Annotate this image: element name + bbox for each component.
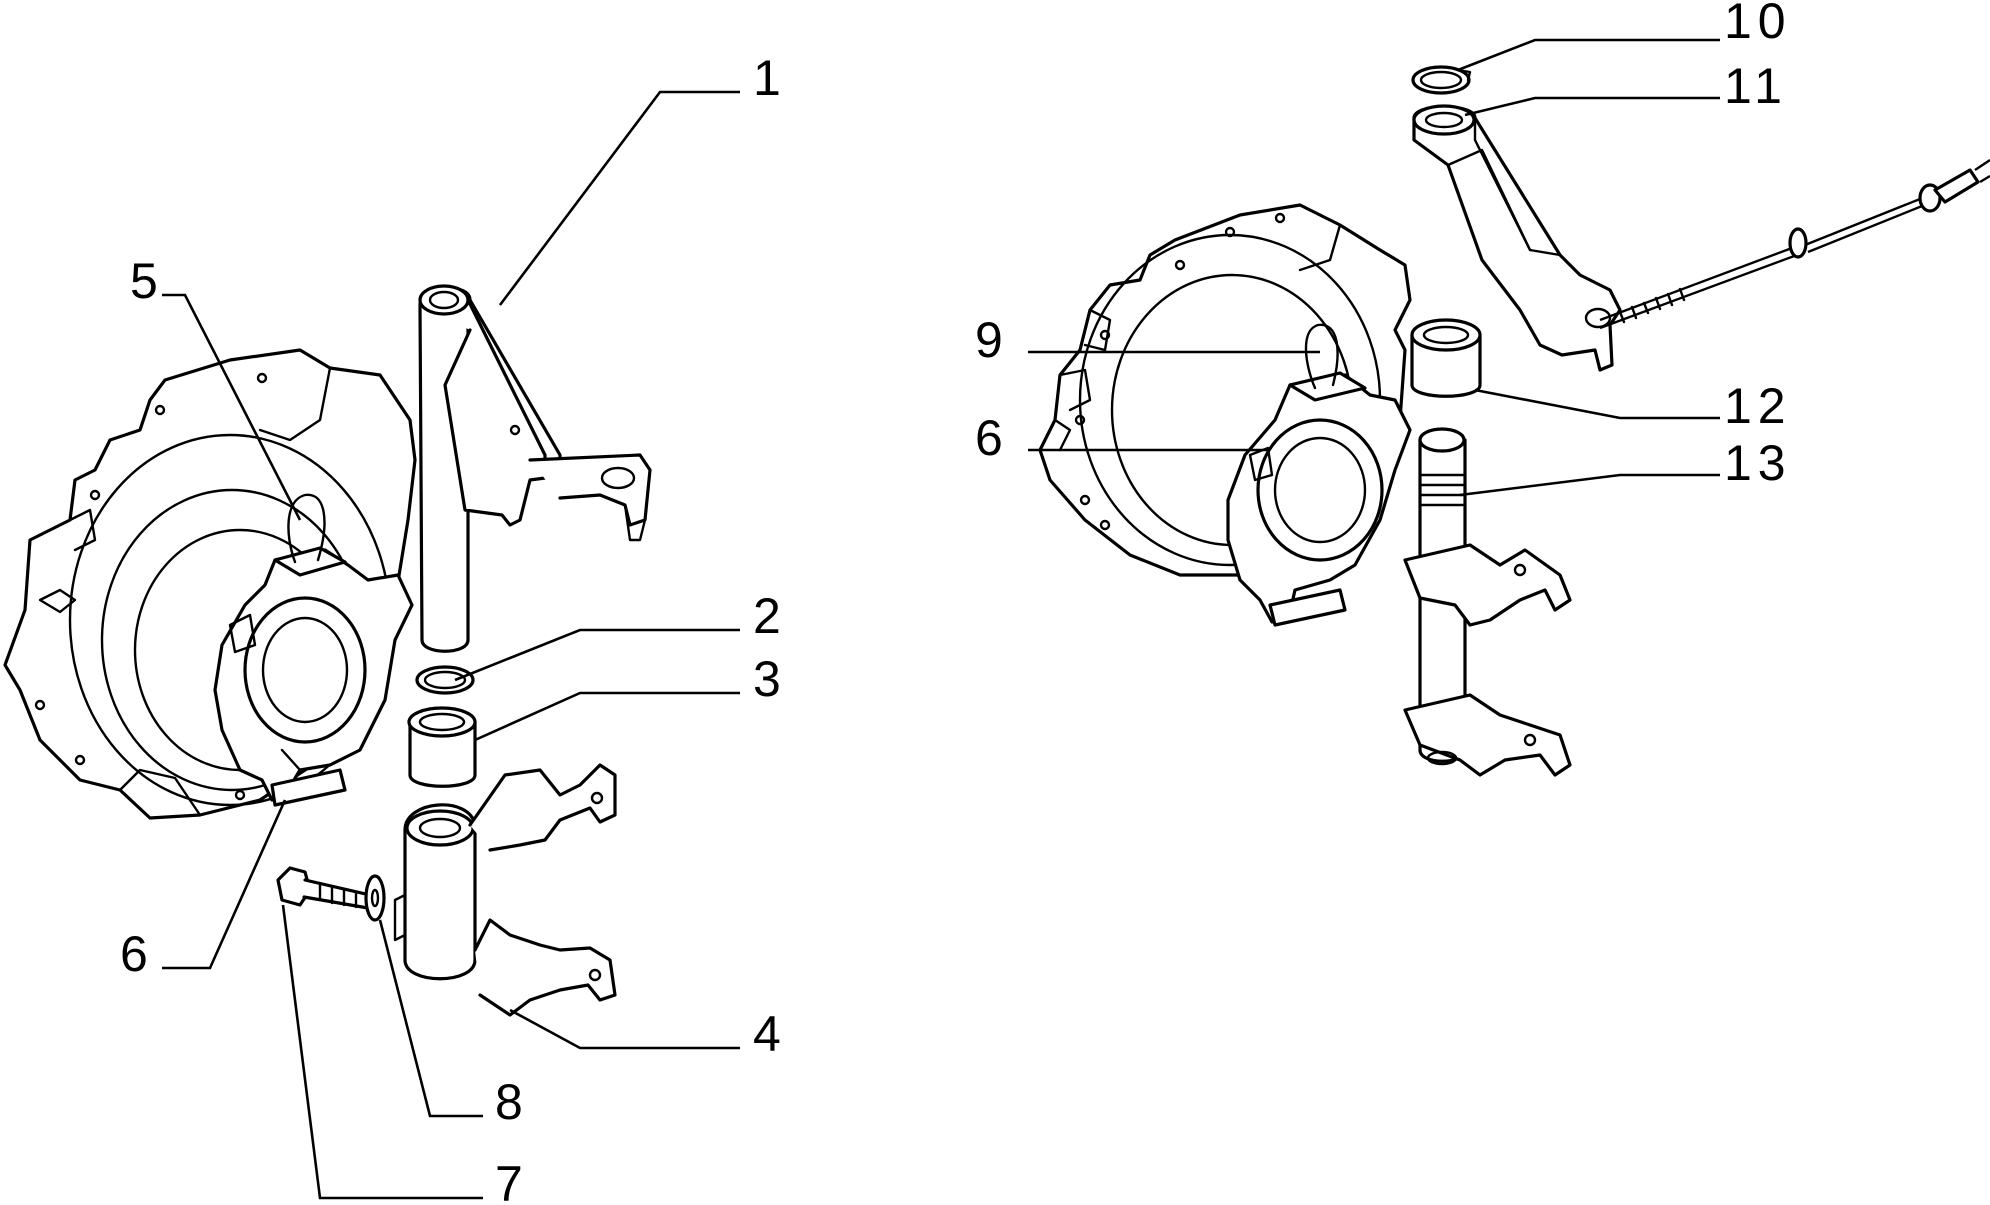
- right-assembly: 10 11 9 12 6 13: [975, 0, 1990, 777]
- release-bearing-right: [1226, 323, 1412, 627]
- callout-10: 10: [1724, 0, 1792, 49]
- release-fork-4: [393, 763, 617, 1017]
- callout-5: 5: [130, 253, 164, 309]
- callout-2: 2: [753, 588, 787, 644]
- fork-shaft-1: [418, 284, 652, 653]
- callout-8: 8: [495, 1074, 529, 1130]
- callout-3: 3: [753, 651, 787, 707]
- circlip-10: [1411, 65, 1472, 95]
- bushing-3: [407, 706, 477, 788]
- leader-lines-right: [1028, 38, 1720, 497]
- leader-lines-left: [162, 90, 740, 1200]
- callout-12: 12: [1724, 378, 1792, 434]
- bolt-7: [276, 866, 372, 910]
- clutch-cable: [1599, 159, 1990, 330]
- washer-8: [364, 874, 386, 922]
- release-bearing-left: [213, 493, 414, 807]
- callout-6-right: 6: [975, 410, 1009, 466]
- circlip-2: [415, 665, 475, 695]
- callout-11: 11: [1724, 58, 1788, 114]
- fork-shaft-13: [1403, 427, 1572, 777]
- bushing-12: [1410, 318, 1482, 398]
- callout-1: 1: [753, 50, 787, 106]
- lever-11: [1412, 104, 1622, 372]
- callout-4: 4: [753, 1006, 787, 1062]
- left-assembly: 1 2 3 4 5 6 7 8: [3, 50, 787, 1205]
- callout-13: 13: [1724, 435, 1792, 491]
- callout-7: 7: [495, 1156, 529, 1205]
- callout-6-left: 6: [120, 926, 154, 982]
- callout-9: 9: [975, 312, 1009, 368]
